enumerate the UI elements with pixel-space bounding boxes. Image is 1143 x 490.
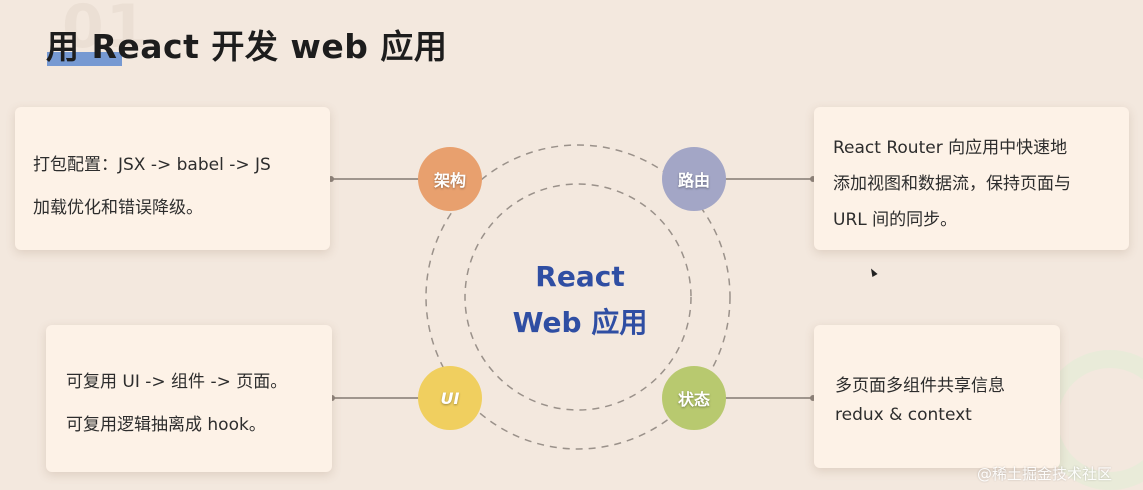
node-state: 状态 xyxy=(662,366,726,430)
card-architecture-line-2: 加载优化和错误降级。 xyxy=(33,198,203,218)
node-architecture: 架构 xyxy=(418,147,482,211)
node-ui: UI xyxy=(418,366,482,430)
card-router-line-2: 添加视图和数据流，保持页面与 xyxy=(833,174,1071,194)
card-router: React Router 向应用中快速地 添加视图和数据流，保持页面与 URL … xyxy=(814,107,1129,250)
node-router-label: 路由 xyxy=(677,171,710,190)
connector-dot-ui xyxy=(329,395,335,401)
node-ui-label: UI xyxy=(440,388,460,408)
connector-dot-arch xyxy=(328,176,334,182)
node-state-label: 状态 xyxy=(677,390,710,409)
card-router-line-1: React Router 向应用中快速地 xyxy=(833,138,1068,158)
watermark: @稀土掘金技术社区 xyxy=(977,465,1113,483)
center-title-line-2: Web 应用 xyxy=(512,306,648,339)
card-ui-line-2: 可复用逻辑抽离成 hook。 xyxy=(66,415,266,435)
card-router-line-3: URL 间的同步。 xyxy=(833,210,958,230)
connector-dot-router xyxy=(810,176,816,182)
card-architecture-line-1: 打包配置：JSX -> babel -> JS xyxy=(33,155,271,175)
card-ui-line-1: 可复用 UI -> 组件 -> 页面。 xyxy=(66,372,288,392)
section-number: 01 xyxy=(62,0,150,62)
connector-state xyxy=(725,397,815,399)
connector-dot-state xyxy=(810,395,816,401)
card-architecture: 打包配置：JSX -> babel -> JS 加载优化和错误降级。 xyxy=(15,107,330,250)
outer-ring xyxy=(425,144,731,450)
inner-ring xyxy=(464,183,692,411)
title-accent-bar xyxy=(47,52,122,66)
card-state-line-1: 多页面多组件共享信息 xyxy=(835,376,1005,396)
card-state-line-2: redux & context xyxy=(835,405,972,425)
connector-arch xyxy=(330,178,420,180)
center-title-line-1: React xyxy=(535,260,625,293)
page-title: 用 React 开发 web 应用 xyxy=(46,27,448,66)
card-ui: 可复用 UI -> 组件 -> 页面。 可复用逻辑抽离成 hook。 xyxy=(46,325,332,472)
connector-router xyxy=(725,178,815,180)
node-architecture-label: 架构 xyxy=(433,171,466,190)
connector-ui xyxy=(332,397,420,399)
card-state: 多页面多组件共享信息 redux & context xyxy=(814,325,1060,468)
node-router: 路由 xyxy=(662,147,726,211)
